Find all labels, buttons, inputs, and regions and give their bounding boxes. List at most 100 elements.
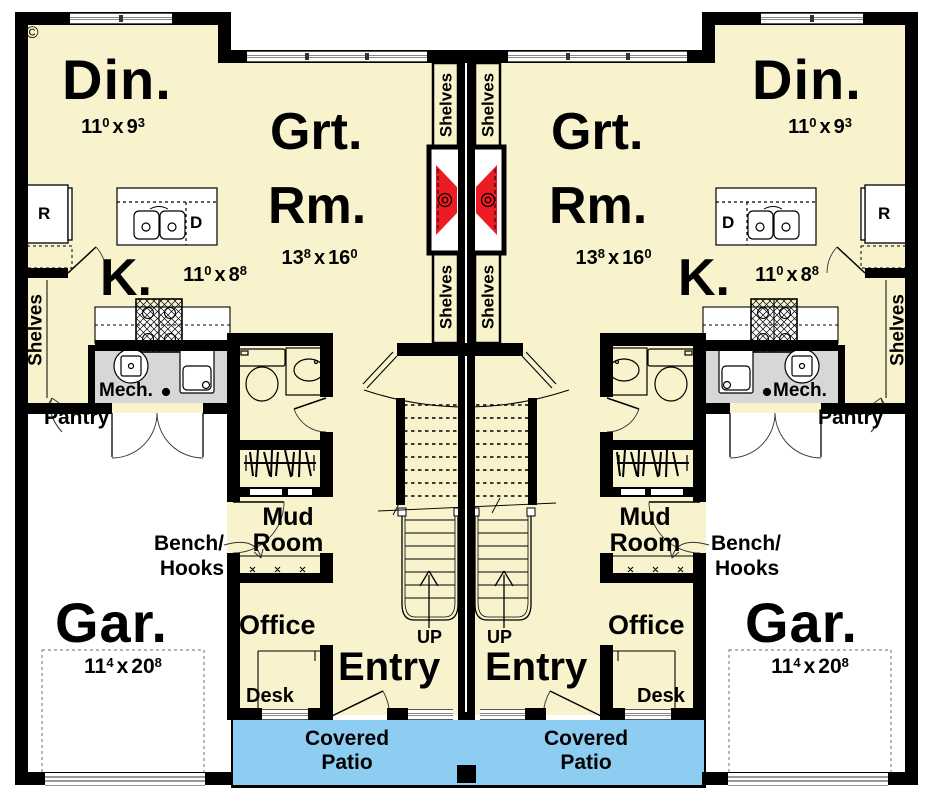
hall-wall-left-d	[320, 645, 333, 720]
outer-wall-right	[905, 12, 918, 785]
stairs-right	[470, 404, 536, 628]
closet-shelf-slot	[621, 489, 645, 495]
garage-stall-left	[41, 649, 205, 778]
kitchen-mech-wall-right	[695, 340, 838, 351]
room-label-office-right: Office	[608, 610, 685, 640]
bench-leader-right	[669, 541, 710, 559]
patio-label-right-1: Covered	[543, 727, 629, 750]
mech-equipment-left	[113, 347, 215, 397]
pantry-door-left	[67, 246, 107, 274]
room-label-great-right-1: Grt.	[551, 103, 644, 161]
mud-door-left	[232, 501, 285, 554]
room-label-mud-left-1: Mud	[262, 503, 314, 531]
garage-stall-right	[728, 649, 892, 778]
room-label-great-left-2: Rm.	[268, 177, 367, 235]
room-label-mud-left-2: Room	[252, 529, 324, 557]
bench-left	[235, 555, 320, 573]
patio-wall-seg	[387, 708, 408, 720]
stair-top-wall	[397, 343, 523, 356]
bench-label-left-1: Bench/	[153, 532, 224, 555]
room-label-mud-right-2: Room	[609, 529, 681, 557]
stair-side-wall-left	[396, 398, 405, 505]
hall-wall-right-a	[600, 333, 613, 397]
room-label-mech-right: Mech.	[773, 380, 827, 401]
pantry-divider-right	[838, 345, 845, 403]
room-label-mud-right-1: Mud	[619, 503, 671, 531]
up-label-right: UP	[487, 627, 513, 647]
room-label-pantry-right: Pantry	[818, 406, 884, 429]
garage-floor-right	[706, 413, 905, 773]
up-label-left: UP	[417, 627, 443, 647]
closet-shelf-slot	[651, 489, 683, 495]
window-entry-left	[408, 709, 453, 720]
appliance-label-dishwasher-right: D	[722, 213, 735, 232]
shelves-label-chase-right-top: Shelves	[478, 72, 498, 138]
window-dining-right	[761, 13, 863, 24]
stair-side-wall-right	[528, 398, 537, 505]
appliance-label-fridge-left: R	[38, 204, 51, 223]
fireplace-right	[468, 144, 507, 256]
pantry-divider-left	[88, 345, 95, 403]
bench-label-right-1: Bench/	[711, 532, 782, 555]
bench-bottom-wall-right	[600, 573, 706, 583]
shelves-label-pantry-right: Shelves	[887, 294, 909, 366]
desk-right	[613, 650, 676, 708]
room-label-entry-left: Entry	[338, 645, 441, 689]
hall-wall-left-a	[320, 333, 333, 397]
garage-floor-left	[28, 413, 227, 773]
fridge-left	[26, 184, 73, 269]
window-entry-right	[480, 709, 525, 720]
fridge-stub-left	[15, 268, 68, 278]
garage-door-left	[45, 773, 205, 786]
room-label-kitchen-left: K.	[100, 249, 152, 307]
garage-wall-left-a	[15, 403, 112, 414]
desk-label-left: Desk	[246, 685, 294, 707]
patio-label-right-2: Patio	[560, 751, 612, 774]
mech-double-doors-right	[729, 412, 822, 459]
room-label-dining-right: Din.	[752, 48, 862, 111]
closet-shelf-slot	[250, 489, 282, 495]
window-office-right	[625, 709, 671, 720]
mud-col-west-wall-left-b	[227, 553, 240, 720]
front-door-left	[331, 690, 391, 717]
mud-door-right	[648, 501, 701, 554]
desk-left	[257, 650, 320, 708]
patio-wall-seg	[671, 708, 706, 720]
room-label-pantry-left: Pantry	[44, 406, 110, 429]
mech-double-doors-left	[111, 412, 204, 459]
hall-wall-right-d	[600, 645, 613, 720]
window-office-left	[262, 709, 308, 720]
patio-label-left-2: Patio	[321, 751, 373, 774]
party-wall-seam	[465, 63, 467, 712]
closet-shelf-slot	[288, 489, 312, 495]
closet-top-wall-left	[227, 440, 333, 450]
closet-top-wall-right	[600, 440, 706, 450]
dining-floor-right	[702, 25, 918, 65]
mech-equipment-right	[718, 347, 820, 397]
garage-door-right	[728, 773, 888, 786]
room-label-great-right-2: Rm.	[549, 177, 648, 235]
shelves-label-chase-left-top: Shelves	[436, 72, 456, 138]
room-label-garage-left: Gar.	[55, 591, 168, 654]
bath-fixtures-right	[600, 347, 695, 433]
desk-label-right: Desk	[637, 685, 685, 707]
shelves-label-chase-left-bottom: Shelves	[436, 264, 456, 330]
closet-rod-right	[616, 449, 689, 478]
shelves-label-chase-right-bottom: Shelves	[478, 264, 498, 330]
room-label-dining-left: Din.	[62, 48, 172, 111]
bench-right	[613, 555, 698, 573]
room-label-great-left-1: Grt.	[270, 103, 363, 161]
dining-floor-left	[15, 25, 231, 65]
bench-label-right-2: Hooks	[715, 557, 780, 580]
mud-col-east-wall-right-a	[693, 333, 706, 502]
fridge-right	[860, 184, 907, 269]
mud-col-east-wall-right-b	[693, 553, 706, 720]
patio-wall-seg	[227, 708, 262, 720]
copyright-mark: ©	[26, 23, 39, 42]
patio-post	[457, 765, 476, 783]
